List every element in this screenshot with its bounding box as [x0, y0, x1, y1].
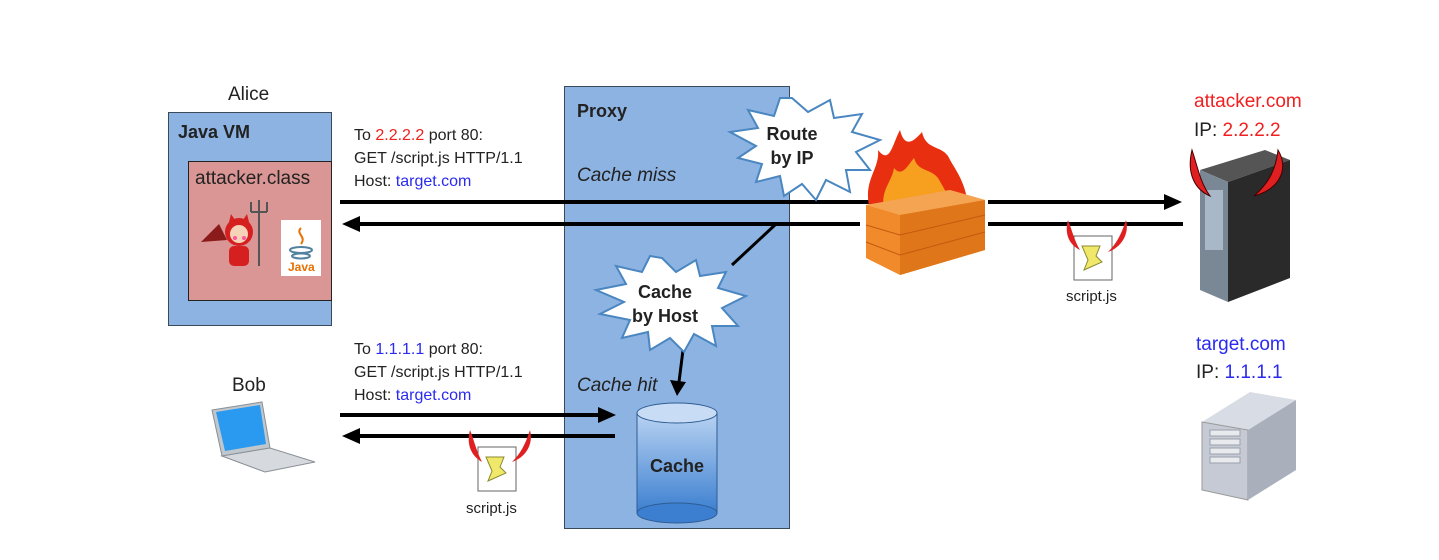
script-file-icon-top — [1066, 220, 1127, 281]
request-attacker-ip: 2.2.2.2 — [375, 127, 425, 144]
attacker-class-label: attacker.class — [195, 168, 311, 189]
java-logo-text: Java — [288, 260, 315, 274]
java-vm-box: Java VM attacker.class Java — [168, 112, 332, 326]
request-target-host: target.com — [395, 387, 472, 404]
target-ip-label: IP: 1.1.1.1 — [1196, 362, 1283, 383]
cache-by-host-label: Cache by Host — [631, 282, 698, 326]
script-label-bottom: script.js — [466, 500, 517, 517]
target-domain-label: target.com — [1196, 334, 1286, 355]
java-vm-label: Java VM — [178, 122, 251, 142]
firewall-icon — [865, 130, 986, 275]
laptop-icon — [211, 401, 316, 473]
script-file-icon-bottom — [468, 430, 531, 492]
proxy-label: Proxy — [577, 101, 628, 121]
route-by-ip-label: Route by IP — [766, 124, 818, 168]
target-server-icon — [1201, 392, 1296, 501]
cache-store-label: Cache — [649, 456, 705, 476]
alice-label: Alice — [228, 84, 270, 105]
arrow-firewall-to-attacker — [988, 194, 1182, 210]
bob-label: Bob — [232, 375, 266, 396]
cache-hit-label: Cache hit — [577, 375, 658, 396]
request-target-ip: 1.1.1.1 — [375, 341, 425, 358]
request-attacker-text: To 2.2.2.2 port 80: GET /script.js HTTP/… — [354, 127, 523, 190]
java-logo-icon: Java — [281, 220, 321, 276]
attacker-server-icon — [1189, 148, 1290, 302]
request-target-text: To 1.1.1.1 port 80: GET /script.js HTTP/… — [354, 341, 523, 404]
devil-mascot-icon — [201, 200, 268, 266]
request-attacker-host: target.com — [395, 173, 472, 190]
script-label-top: script.js — [1066, 288, 1117, 305]
attacker-ip-label: IP: 2.2.2.2 — [1194, 120, 1281, 141]
cache-miss-label: Cache miss — [577, 165, 677, 186]
attacker-class-box: attacker.class Java — [188, 161, 332, 301]
attacker-domain-label: attacker.com — [1194, 91, 1302, 112]
